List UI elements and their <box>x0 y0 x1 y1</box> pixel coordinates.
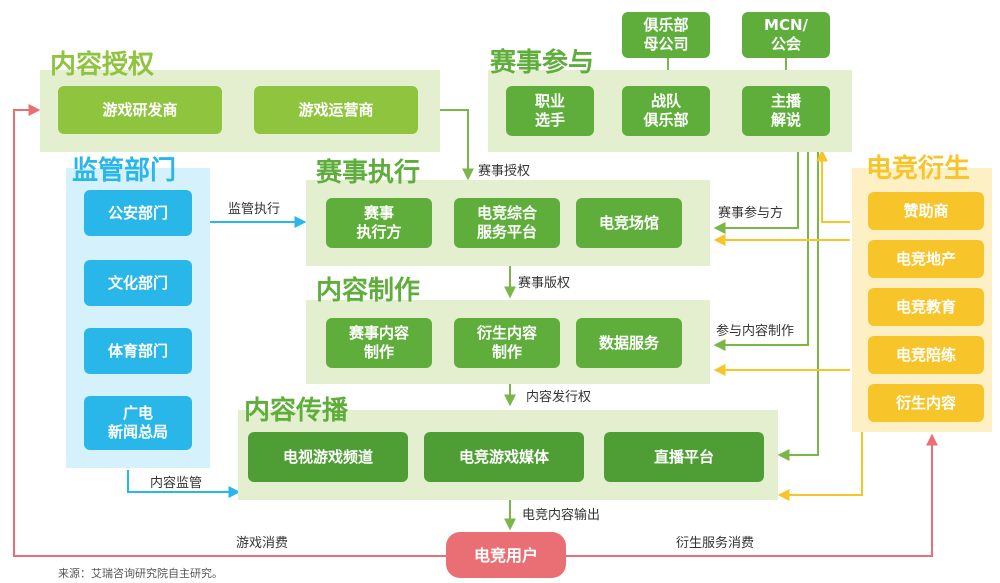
label-event-participant: 赛事参与方 <box>718 206 784 221</box>
game-operator-box: 游戏运营商 <box>254 86 418 134</box>
distribution-title: 内容传播 <box>244 396 349 426</box>
esports-venue-box: 电竞场馆 <box>576 198 682 248</box>
live-platform-box: 直播平台 <box>604 432 764 482</box>
esports-education-box: 电竞教育 <box>868 288 984 326</box>
label-event-license: 赛事授权 <box>478 164 531 179</box>
sponsor-box: 赞助商 <box>868 192 984 230</box>
arrow-participant-to-distribution <box>777 148 819 461</box>
tv-game-channel-box: 电视游戏频道 <box>248 432 408 482</box>
esports-game-media-box: 电竞游戏媒体 <box>424 432 584 482</box>
arrow-participant-to-production <box>713 148 809 351</box>
culture-dept-box: 文化部门 <box>84 260 192 306</box>
broadcast-admin-box: 广电 新闻总局 <box>84 396 192 450</box>
event-participation-title: 赛事参与 <box>490 48 595 78</box>
data-service-box: 数据服务 <box>576 318 682 368</box>
label-game-consumption: 游戏消费 <box>236 536 289 551</box>
sports-dept-box: 体育部门 <box>84 328 192 374</box>
production-title: 内容制作 <box>316 276 421 306</box>
arrow-license-to-execution <box>440 109 474 181</box>
source-note: 来源：艾瑞咨询研究院自主研究。 <box>58 567 223 580</box>
pro-player-box: 职业 选手 <box>506 86 594 136</box>
team-club-box: 战队 俱乐部 <box>622 86 710 136</box>
execution-title: 赛事执行 <box>316 158 421 188</box>
esports-user-box: 电竞用户 <box>446 532 566 578</box>
event-content-production-box: 赛事内容 制作 <box>326 318 432 368</box>
streamer-commentator-box: 主播 解说 <box>742 86 830 136</box>
regulator-title: 监管部门 <box>72 156 177 186</box>
arrow-deriv-to-distribution <box>777 432 863 501</box>
derivative-content-production-box: 衍生内容 制作 <box>454 318 560 368</box>
esports-service-platform-box: 电竞综合 服务平台 <box>454 198 560 248</box>
esports-real-estate-box: 电竞地产 <box>868 240 984 278</box>
mcn-guild-box: MCN/ 公会 <box>742 12 830 58</box>
arrow-derivative-consumption <box>566 433 938 557</box>
label-regulate-exec: 监管执行 <box>228 202 281 217</box>
arrow-content-supervision <box>127 470 241 498</box>
derivative-title: 电竞衍生 <box>866 154 971 184</box>
derivative-content-box: 衍生内容 <box>868 384 984 422</box>
club-parent-box: 俱乐部 母公司 <box>622 12 710 58</box>
arrow-game-consumption <box>13 104 446 557</box>
esports-coaching-box: 电竞陪练 <box>868 336 984 374</box>
label-derivative-consumption: 衍生服务消费 <box>676 536 755 551</box>
label-participate-production: 参与内容制作 <box>716 324 795 339</box>
arrow-sponsor-to-event <box>816 149 850 223</box>
license-title: 内容授权 <box>50 50 155 80</box>
arrow-participant-to-execution <box>713 148 799 234</box>
label-content-output: 电竞内容输出 <box>522 508 601 523</box>
public-security-box: 公安部门 <box>84 190 192 236</box>
game-developer-box: 游戏研发商 <box>58 86 222 134</box>
event-executor-box: 赛事 执行方 <box>326 198 432 248</box>
label-event-copyright: 赛事版权 <box>518 276 571 291</box>
label-content-supervision: 内容监管 <box>150 476 203 491</box>
label-distribution-rights: 内容发行权 <box>526 390 592 405</box>
